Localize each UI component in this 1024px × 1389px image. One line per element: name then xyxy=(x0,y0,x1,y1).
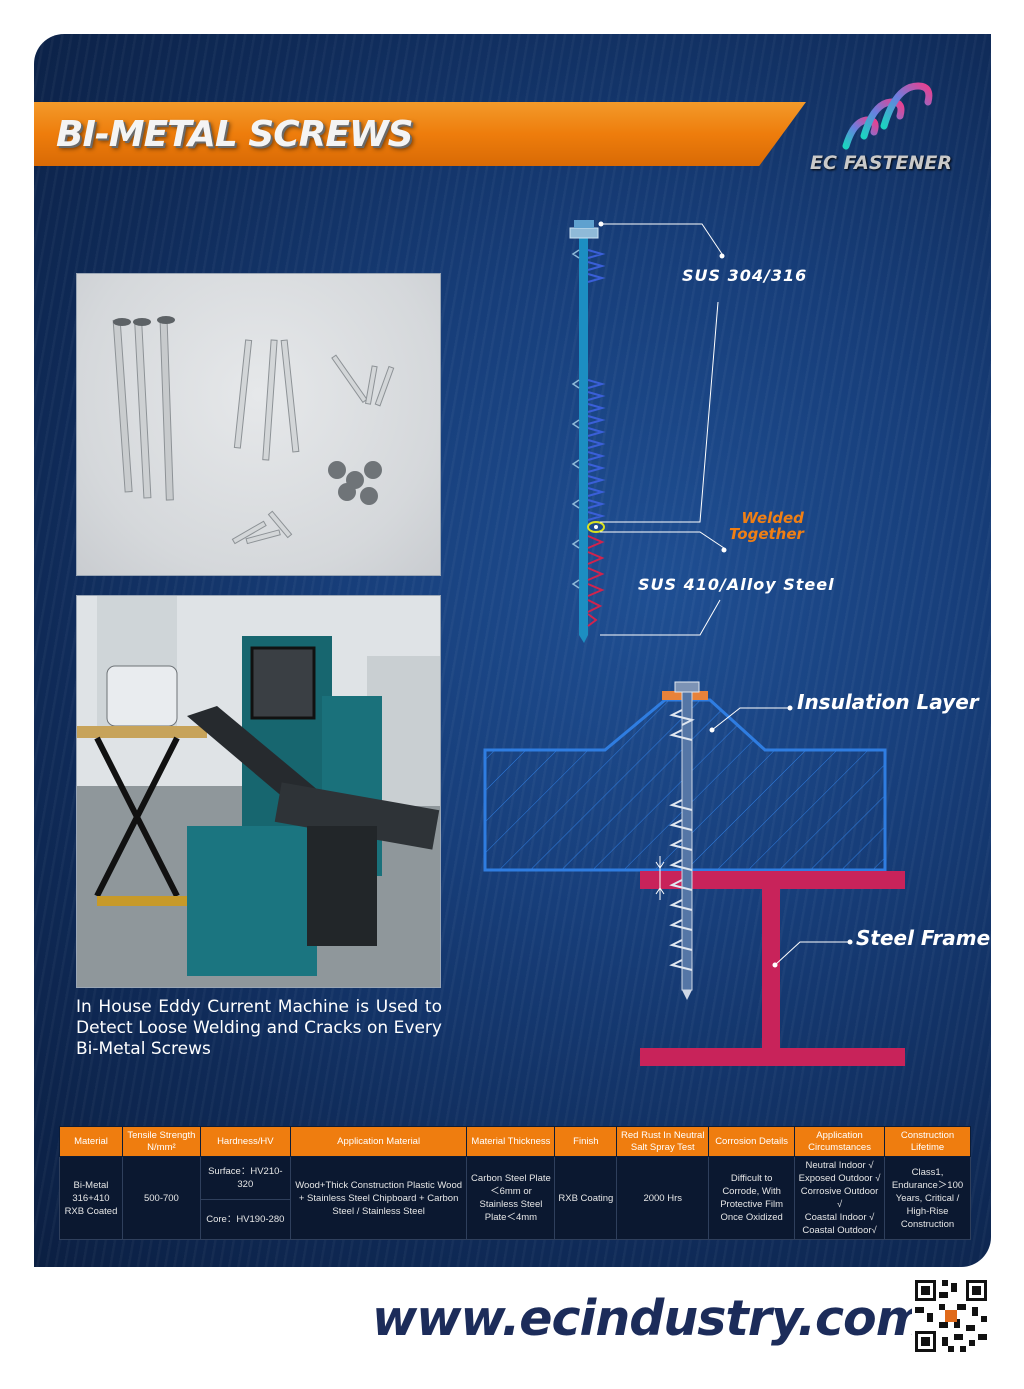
header-hardness: Hardness/HV xyxy=(199,1126,291,1157)
label-together: Together xyxy=(729,525,804,543)
header-application-material: Application Material xyxy=(289,1126,468,1157)
page-title: BI-METAL SCREWS xyxy=(56,114,414,155)
machine-caption: In House Eddy Current Machine is Used to… xyxy=(76,997,442,1059)
brand-logo: EC FASTENER xyxy=(806,70,956,180)
header-corrosion: Corrosion Details xyxy=(708,1126,796,1157)
label-welded: Welded xyxy=(741,509,804,527)
table-row: Core：HV190-280 xyxy=(60,1198,971,1240)
circumstance-item: Coastal Indoor √ xyxy=(804,1212,875,1223)
label-sus-304-316: SUS 304/316 xyxy=(682,266,808,285)
circumstance-item: Exposed Outdoor √ xyxy=(798,1173,881,1184)
label-welded-together: Welded Together xyxy=(729,510,804,542)
cell-hardness-core: Core：HV190-280 xyxy=(199,1198,291,1240)
qr-code-icon[interactable] xyxy=(912,1277,990,1355)
header-thickness: Material Thickness xyxy=(466,1126,556,1157)
label-insulation-layer: Insulation Layer xyxy=(797,690,979,714)
cell-salt-spray: 2000 Hrs xyxy=(616,1156,710,1240)
header-material: Material xyxy=(59,1126,123,1157)
eddy-current-machine-photo xyxy=(76,595,441,988)
cell-corrosion: Difficult to Corrode, With Protective Fi… xyxy=(708,1156,796,1240)
cell-application-material: Wood+Thick Construction Plastic Wood + S… xyxy=(289,1156,468,1240)
logo-mark-icon xyxy=(842,82,933,150)
cell-lifetime: Class1, Endurance＞100 Years, Critical / … xyxy=(884,1156,971,1240)
cell-thickness: Carbon Steel Plate＜6mm or Stainless Stee… xyxy=(466,1156,556,1240)
header-finish: Finish xyxy=(554,1126,618,1157)
label-sus-410: SUS 410/Alloy Steel xyxy=(638,575,835,594)
brand-name: EC FASTENER xyxy=(810,152,952,174)
label-steel-frame: Steel Frame xyxy=(856,926,991,950)
cell-tensile: 500-700 xyxy=(121,1156,201,1240)
cell-circumstances: Neutral Indoor √ Exposed Outdoor √ Corro… xyxy=(794,1156,886,1240)
circumstance-item: Neutral Indoor √ xyxy=(805,1160,874,1171)
header-salt-spray: Red Rust In Neutral Salt Spray Test xyxy=(616,1126,710,1157)
cell-finish: RXB Coating xyxy=(554,1156,618,1240)
cell-hardness-surface: Surface：HV210-320 xyxy=(199,1156,291,1200)
circumstance-item: Corrosive Outdoor √ xyxy=(800,1186,879,1210)
header-tensile: Tensile Strength N/mm² xyxy=(121,1126,201,1157)
website-url[interactable]: www.ecindustry.com xyxy=(372,1290,927,1347)
table-row: Bi-Metal 316+410 RXB Coated 500-700 Surf… xyxy=(59,1156,971,1240)
title-banner: BI-METAL SCREWS xyxy=(34,102,806,166)
header-circumstances: Application Circumstances xyxy=(794,1126,886,1157)
screws-product-photo xyxy=(76,273,441,576)
spec-table: Material Tensile Strength N/mm² Hardness… xyxy=(59,1126,971,1240)
circumstance-item: Coastal Outdoor√ xyxy=(802,1225,877,1236)
header-lifetime: Construction Lifetime xyxy=(884,1126,971,1157)
spec-table-header: Material Tensile Strength N/mm² Hardness… xyxy=(59,1126,971,1157)
cell-material: Bi-Metal 316+410 RXB Coated xyxy=(59,1156,123,1240)
